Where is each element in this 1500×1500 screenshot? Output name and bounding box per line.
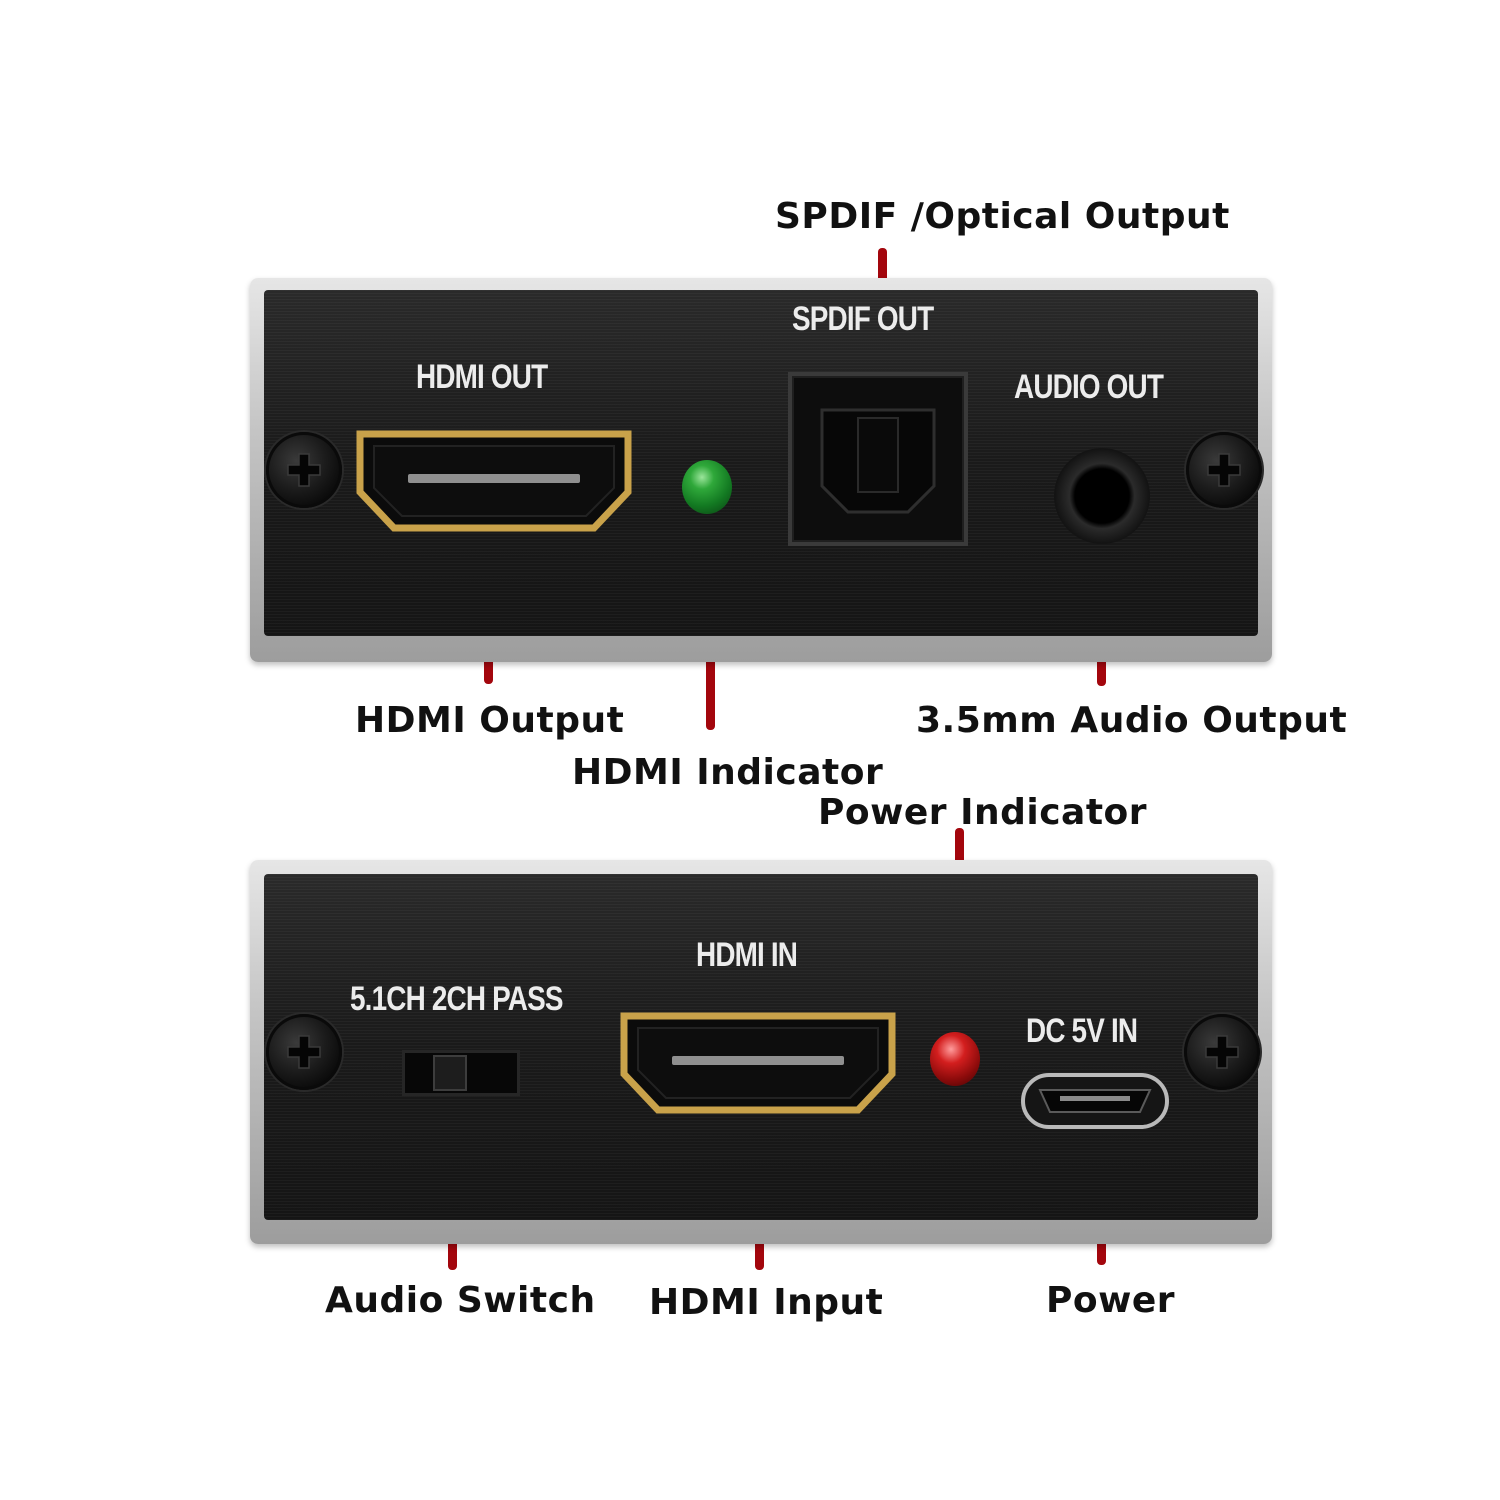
- callout-hdmi-indicator: HDMI Indicator: [572, 752, 884, 793]
- hdmi-out-label: HDMI OUT: [416, 358, 548, 396]
- audio-mode-switch[interactable]: [402, 1050, 520, 1096]
- callout-spdif-optical-output: SPDIF /Optical Output: [775, 196, 1230, 237]
- power-indicator-led: [930, 1032, 980, 1086]
- hdmi-in-label: HDMI IN: [696, 936, 798, 974]
- hdmi-in-port: [620, 1010, 896, 1114]
- spdif-optical-port: [788, 372, 968, 546]
- leader-spdif: [878, 248, 887, 294]
- micro-usb-power-port: [1020, 1072, 1170, 1130]
- bottom-panel-face: 5.1CH 2CH PASS HDMI IN DC 5V IN: [264, 874, 1260, 1220]
- audio-out-jack: [1054, 448, 1150, 544]
- callout-power-indicator: Power Indicator: [818, 792, 1148, 833]
- callout-audio-switch: Audio Switch: [325, 1280, 596, 1321]
- callout-power: Power: [1046, 1280, 1176, 1321]
- top-device-panel: HDMI OUT SPDIF OUT AUDIO OUT: [250, 278, 1272, 662]
- screw-icon: [1184, 1014, 1260, 1090]
- audio-switch-label: 5.1CH 2CH PASS: [350, 980, 563, 1018]
- callout-35mm-audio-output: 3.5mm Audio Output: [916, 700, 1348, 741]
- callout-hdmi-output: HDMI Output: [355, 700, 625, 741]
- screw-icon: [266, 1014, 342, 1090]
- dc-5v-in-label: DC 5V IN: [1026, 1012, 1138, 1050]
- callout-hdmi-input: HDMI Input: [649, 1282, 884, 1323]
- switch-knob[interactable]: [433, 1055, 467, 1091]
- screw-icon: [266, 432, 342, 508]
- top-panel-face: HDMI OUT SPDIF OUT AUDIO OUT: [264, 290, 1262, 636]
- audio-out-label: AUDIO OUT: [1014, 368, 1164, 406]
- hdmi-out-port: [356, 428, 632, 532]
- bottom-device-panel: 5.1CH 2CH PASS HDMI IN DC 5V IN: [250, 860, 1272, 1244]
- hdmi-indicator-led: [682, 460, 732, 514]
- spdif-out-label: SPDIF OUT: [792, 300, 934, 338]
- screw-icon: [1186, 432, 1262, 508]
